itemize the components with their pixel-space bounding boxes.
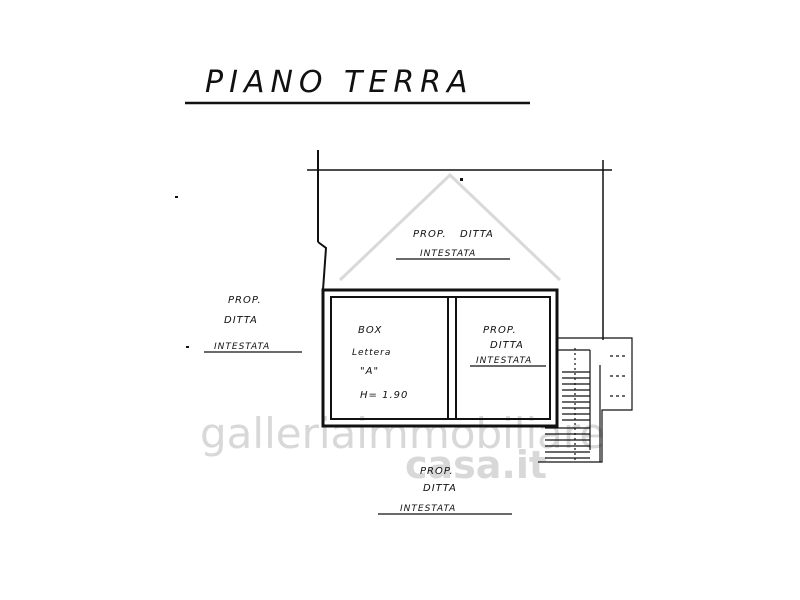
label-box-room: BOX Lettera "A" H= 1.90: [352, 325, 408, 401]
box-room-wall: [330, 296, 449, 420]
watermark-house-roof: [338, 172, 562, 282]
bottom-intestata-label: INTESTATA: [400, 504, 456, 514]
label-bottom-neighbour: PROP. DITTA INTESTATA: [378, 466, 512, 515]
top-prop-label: PROP.: [413, 229, 447, 240]
right-prop-label: PROP.: [483, 325, 517, 336]
bottom-ditta-label: DITTA: [423, 483, 457, 494]
box-letter-word-label: Lettera: [352, 348, 391, 358]
building-walls: [321, 288, 559, 428]
label-right-room: PROP. DITTA INTESTATA: [470, 325, 546, 367]
bottom-prop-label: PROP.: [420, 466, 454, 477]
boundary-ticks: [175, 178, 463, 348]
top-intestata-label: INTESTATA: [420, 249, 476, 259]
top-ditta-label: DITTA: [460, 229, 494, 240]
right-intestata-label: INTESTATA: [476, 356, 532, 366]
box-height-label: H= 1.90: [360, 390, 408, 401]
watermark: galleriaimmobiliare casa.it: [200, 172, 605, 487]
label-top-neighbour: PROP. DITTA INTESTATA: [396, 229, 510, 260]
property-boundaries: [307, 150, 612, 340]
plan-title: PIANO TERRA: [205, 65, 474, 100]
label-left-neighbour: PROP. DITTA INTESTATA: [204, 295, 302, 353]
watermark-text: galleriaimmobiliare: [200, 409, 605, 458]
box-letter-label: "A": [360, 366, 379, 377]
left-intestata-label: INTESTATA: [214, 342, 270, 352]
left-ditta-label: DITTA: [224, 315, 258, 326]
right-ditta-label: DITTA: [490, 340, 524, 351]
left-prop-label: PROP.: [228, 295, 262, 306]
adjacent-room-wall: [455, 296, 551, 420]
building-outer-wall: [321, 288, 559, 428]
box-label: BOX: [358, 325, 382, 336]
staircase[interactable]: [538, 337, 633, 463]
watermark-logo-text: casa.it: [405, 443, 547, 487]
